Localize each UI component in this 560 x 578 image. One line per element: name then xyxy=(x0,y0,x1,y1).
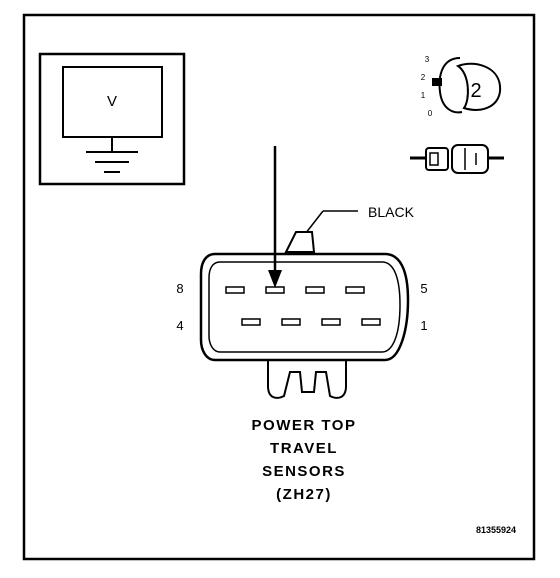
meter-symbol: V xyxy=(107,93,117,110)
title-line-2: TRAVEL xyxy=(270,440,338,457)
cavity-1 xyxy=(361,318,381,326)
cavity-5 xyxy=(345,286,365,294)
diagram-border xyxy=(22,13,536,561)
figure-number: 81355924 xyxy=(476,525,516,535)
position-label-2: 2 xyxy=(421,73,426,82)
cavity-3 xyxy=(281,318,301,326)
cavity-8 xyxy=(225,286,245,294)
connector-cavities xyxy=(225,286,381,326)
cavity-4 xyxy=(241,318,261,326)
position-label-1: 1 xyxy=(421,91,426,100)
cavity-6 xyxy=(305,286,325,294)
pin-number-8: 8 xyxy=(176,281,183,296)
pin-number-5: 5 xyxy=(420,281,427,296)
title-line-3: SENSORS xyxy=(262,463,346,480)
color-callout: BLACK xyxy=(301,204,415,239)
title-line-1: POWER TOP xyxy=(252,417,357,434)
cavity-2 xyxy=(321,318,341,326)
position-label-0: 0 xyxy=(428,109,433,118)
back-probe-icon xyxy=(410,144,504,174)
connector-title: POWER TOP TRAVEL SENSORS (ZH27) xyxy=(252,417,357,503)
pin-number-1: 1 xyxy=(420,318,427,333)
position-label-3: 3 xyxy=(425,55,430,64)
pin-number-4: 4 xyxy=(176,318,183,333)
title-line-4: (ZH27) xyxy=(276,486,332,503)
connector-body xyxy=(199,231,410,399)
connector-color-label: BLACK xyxy=(368,204,415,220)
test-lead-number: 2 xyxy=(470,80,481,102)
test-lead-selector-icon: 3 2 1 0 2 xyxy=(421,55,502,118)
voltmeter-icon: V xyxy=(38,52,186,186)
probe-arrow xyxy=(268,146,282,288)
